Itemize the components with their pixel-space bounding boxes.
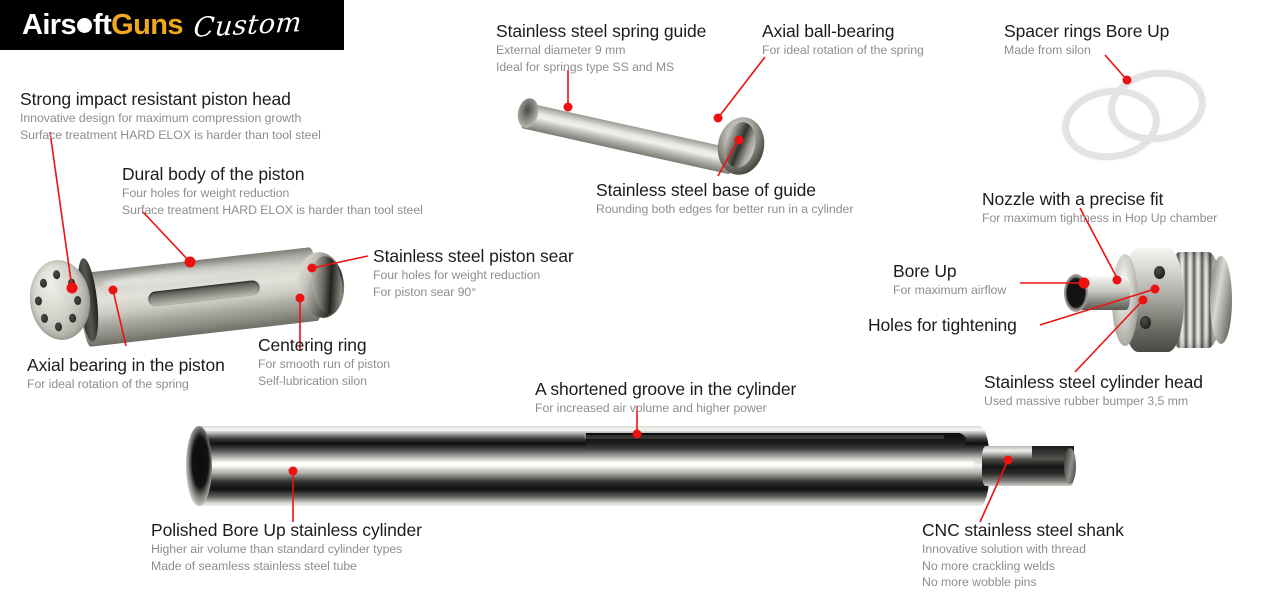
callout-title: Axial ball-bearing (762, 21, 895, 41)
callout-line: Ideal for springs type SS and MS (496, 59, 675, 74)
callout-spacer-rings: Spacer rings Bore Up Made from silon (1004, 20, 1169, 59)
callout-centering-ring: Centering ring For smooth run of piston … (258, 334, 390, 389)
callout-title: Dural body of the piston (122, 164, 305, 184)
bore-up-cylinder-image (186, 418, 1076, 514)
spring-guide-rod (519, 102, 738, 175)
callout-line: Four holes for weight reduction (373, 268, 541, 283)
callout-line: Used massive rubber bumper 3,5 mm (984, 394, 1189, 409)
cylinder-head-rear-cap (1210, 256, 1232, 344)
tightening-hole-bottom (1140, 316, 1151, 329)
cnc-shank-end-cap (1064, 448, 1076, 484)
logo-custom-script: Custom (192, 6, 304, 44)
callout-piston-sear: Stainless steel piston sear Four holes f… (373, 245, 574, 300)
callout-title: Polished Bore Up stainless cylinder (151, 520, 422, 540)
callout-line: For ideal rotation of the spring (27, 377, 189, 392)
callout-dural-body: Dural body of the piston Four holes for … (122, 163, 423, 218)
callout-cnc-shank: CNC stainless steel shank Innovative sol… (922, 519, 1124, 590)
callout-bore-up: Bore Up For maximum airflow (893, 260, 1006, 299)
callout-title: Bore Up (893, 261, 957, 281)
cylinder-mouth (186, 426, 212, 506)
callout-title: Spacer rings Bore Up (1004, 21, 1170, 41)
cylinder-groove (584, 433, 966, 449)
logo-ft: ft (93, 8, 112, 41)
callout-spring-guide: Stainless steel spring guide External di… (496, 20, 706, 75)
callout-line: For smooth run of piston (258, 357, 391, 372)
callout-nozzle: Nozzle with a precise fit For maximum ti… (982, 188, 1217, 227)
logo-airs: Airs (22, 8, 77, 41)
callout-line: Made from silon (1004, 43, 1091, 58)
callout-title: A shortened groove in the cylinder (535, 379, 797, 399)
callout-title: Stainless steel spring guide (496, 21, 707, 41)
callout-line: External diameter 9 mm (496, 43, 626, 58)
cnc-shank-part (982, 446, 1074, 486)
callout-title: Nozzle with a precise fit (982, 189, 1164, 209)
callout-line: No more wobble pins (922, 575, 1037, 590)
callout-cylinder-head: Stainless steel cylinder head Used massi… (984, 371, 1203, 410)
callout-line: No more crackling welds (922, 558, 1055, 573)
callout-line: Surface treatment HARD ELOX is harder th… (20, 127, 321, 142)
callout-title: Stainless steel base of guide (596, 180, 816, 200)
callout-title: Stainless steel piston sear (373, 246, 574, 266)
cylinder-head-image (1060, 248, 1244, 352)
callout-title: Axial bearing in the piston (27, 355, 225, 375)
callout-piston-head: Strong impact resistant piston head Inno… (20, 88, 321, 143)
callout-line: For maximum tightness in Hop Up chamber (982, 211, 1218, 226)
callout-polished-cylinder: Polished Bore Up stainless cylinder High… (151, 519, 422, 574)
nozzle-bore (1064, 274, 1088, 312)
spring-guide-image (512, 86, 770, 180)
callout-line: For ideal rotation of the spring (762, 43, 924, 58)
callout-line: Innovative solution with thread (922, 542, 1086, 557)
callout-base-of-guide: Stainless steel base of guide Rounding b… (596, 179, 853, 218)
callout-line: For piston sear 90° (373, 284, 477, 299)
callout-holes-tightening: Holes for tightening (868, 314, 1017, 336)
callout-title: Strong impact resistant piston head (20, 89, 291, 109)
callout-line: Made of seamless stainless steel tube (151, 558, 357, 573)
tightening-hole-top (1154, 266, 1165, 279)
spacer-rings-image (1057, 63, 1212, 167)
callout-line: Higher air volume than standard cylinder… (151, 542, 403, 557)
callout-line: Surface treatment HARD ELOX is harder th… (122, 202, 423, 217)
logo-guns: Guns (111, 8, 183, 41)
callout-line: Rounding both edges for better run in a … (596, 202, 854, 217)
callout-axial-ball-bearing: Axial ball-bearing For ideal rotation of… (762, 20, 924, 59)
callout-title: Stainless steel cylinder head (984, 372, 1203, 392)
callout-shortened-groove: A shortened groove in the cylinder For i… (535, 378, 796, 417)
callout-line: Innovative design for maximum compressio… (20, 111, 302, 126)
logo-o-dot-icon (77, 17, 93, 33)
callout-line: Self-lubrication silon (258, 373, 367, 388)
callout-line: For increased air volume and higher powe… (535, 401, 767, 416)
callout-line: Four holes for weight reduction (122, 186, 290, 201)
callout-title: Holes for tightening (868, 315, 1017, 335)
callout-line: For maximum airflow (893, 283, 1007, 298)
callout-title: Centering ring (258, 335, 367, 355)
callout-title: CNC stainless steel shank (922, 520, 1124, 540)
callout-axial-bearing-piston: Axial bearing in the piston For ideal ro… (27, 354, 225, 393)
